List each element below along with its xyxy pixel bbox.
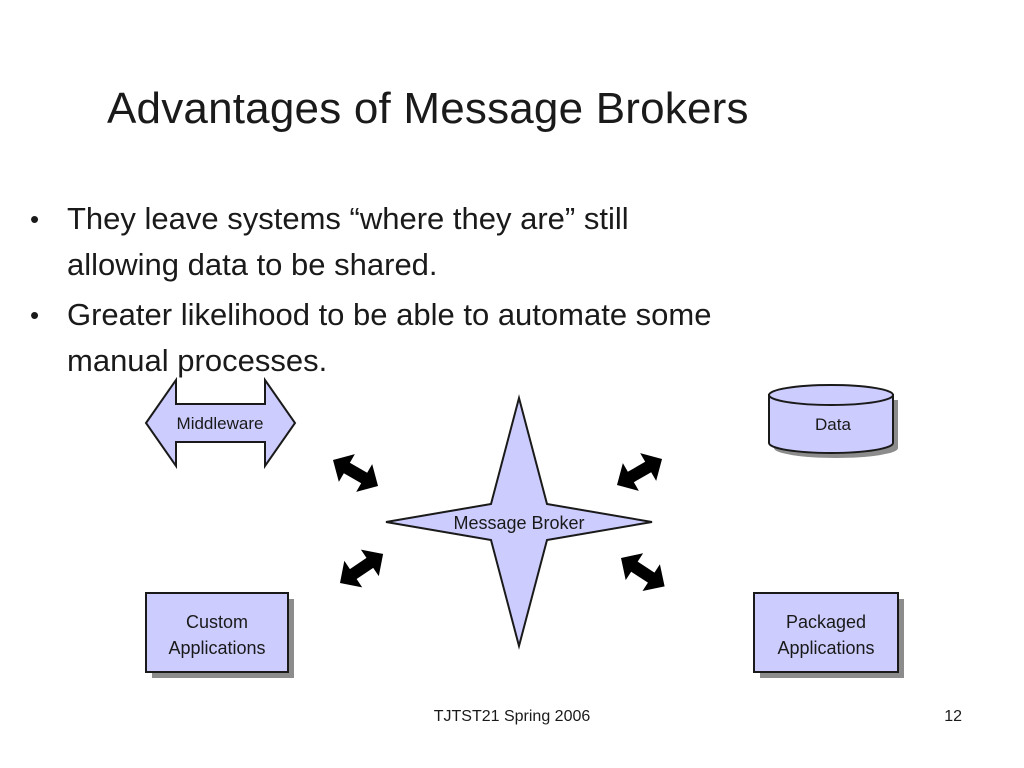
custom-applications-label-line1: Custom xyxy=(186,612,248,632)
data-cylinder-body xyxy=(768,394,894,454)
lower-left-double-arrow-icon xyxy=(331,540,393,597)
custom-applications-node: Custom Applications xyxy=(145,592,294,678)
bullet-dot-icon: • xyxy=(30,204,40,234)
bullet-list: • They leave systems “where they are” st… xyxy=(30,196,930,388)
packaged-applications-node: Packaged Applications xyxy=(753,592,904,678)
lower-right-double-arrow-icon xyxy=(612,544,674,600)
message-broker-star xyxy=(385,394,653,650)
footer-course-label: TJTST21 Spring 2006 xyxy=(433,708,591,725)
bullet-line: manual processes. xyxy=(67,343,328,378)
custom-applications-label-line2: Applications xyxy=(168,638,265,658)
slide-title: Advantages of Message Brokers xyxy=(107,84,749,133)
data-label: Data xyxy=(815,415,851,434)
bullet-line: They leave systems “where they are” stil… xyxy=(67,201,629,236)
packaged-applications-label-line1: Packaged xyxy=(786,612,866,632)
middleware-arrow-shape xyxy=(144,376,297,470)
bullet-line: Greater likelihood to be able to automat… xyxy=(67,297,712,332)
data-cylinder-top xyxy=(768,384,894,406)
bullet-item: • Greater likelihood to be able to autom… xyxy=(30,292,930,384)
packaged-applications-label-line2: Applications xyxy=(777,638,874,658)
message-broker-label: Message Broker xyxy=(453,513,584,533)
slide-number: 12 xyxy=(944,708,962,725)
bullet-dot-icon: • xyxy=(30,300,40,330)
middleware-node: Middleware xyxy=(144,376,297,470)
message-broker-node: Message Broker xyxy=(385,394,653,650)
bullet-line: allowing data to be shared. xyxy=(67,247,438,282)
upper-left-double-arrow-icon xyxy=(325,446,387,500)
middleware-label: Middleware xyxy=(177,414,264,433)
upper-right-double-arrow-icon xyxy=(609,445,671,499)
data-node: Data xyxy=(768,384,898,458)
bullet-item: • They leave systems “where they are” st… xyxy=(30,196,930,288)
custom-applications-box xyxy=(145,592,289,673)
packaged-applications-box xyxy=(753,592,899,673)
